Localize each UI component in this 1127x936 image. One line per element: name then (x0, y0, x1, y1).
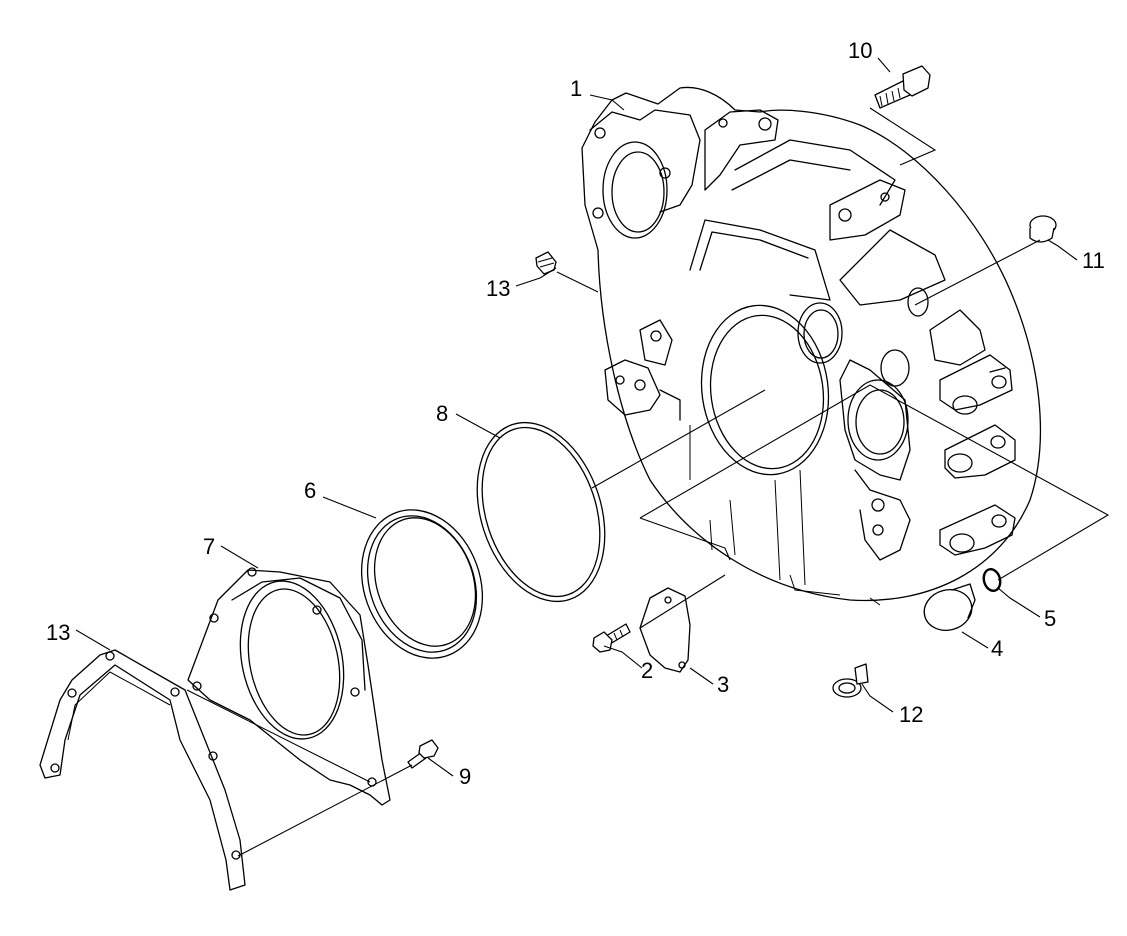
seal-housing-7 (187, 567, 391, 806)
flywheel-housing (581, 86, 1042, 606)
callout-1: 1 (570, 76, 582, 101)
leader-lines (75, 57, 1110, 857)
callout-9: 9 (459, 764, 471, 789)
o-ring-8 (476, 421, 606, 603)
bolt-2 (592, 623, 631, 653)
o-ring-5 (982, 567, 1002, 593)
seal-ring-6 (360, 509, 484, 659)
callout-2: 2 (641, 658, 653, 683)
cover-plate-3 (639, 587, 691, 673)
callout-8: 8 (436, 401, 448, 426)
bolt-10 (874, 65, 931, 109)
callout-10: 10 (848, 38, 872, 63)
callout-7: 7 (203, 534, 215, 559)
callout-3: 3 (717, 672, 729, 697)
washer-12 (832, 663, 869, 698)
callout-11: 11 (1082, 248, 1105, 273)
callout-12: 12 (899, 702, 923, 727)
callout-labels: 1 2 3 4 5 6 7 8 9 10 11 12 13 13 (46, 38, 1105, 789)
callout-4: 4 (991, 636, 1003, 661)
dowel-pin-13 (535, 251, 557, 275)
callout-13-lower: 13 (46, 620, 70, 645)
callout-13-upper: 13 (486, 276, 510, 301)
gasket-13 (39, 649, 246, 891)
callout-6: 6 (304, 478, 316, 503)
bolt-9 (407, 739, 439, 769)
callout-5: 5 (1044, 606, 1056, 631)
plug-11 (1029, 215, 1057, 243)
drain-plug-4 (923, 583, 976, 631)
